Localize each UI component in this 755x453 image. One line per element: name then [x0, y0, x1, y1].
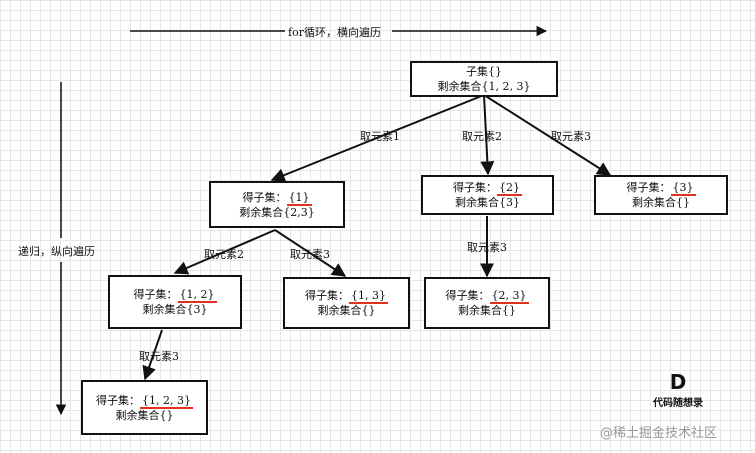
node-subset-3-set: {3}	[670, 181, 696, 196]
edge-root-n1	[270, 94, 485, 182]
node-subset-12-set: {1, 2}	[177, 288, 217, 303]
edge-label-root-n1: 取元素1	[360, 130, 400, 143]
brand-logo: D 代码随想录	[638, 372, 718, 409]
node-subset-123-set: {1, 2, 3}	[140, 393, 193, 409]
node-subset-1-prefix: 得子集：	[242, 190, 287, 204]
node-subset-12: 得子集：{1, 2} 剩余集合{3}	[108, 275, 242, 329]
horizontal-axis-label: for循环，横向遍历	[288, 26, 381, 39]
node-subset-13-prefix: 得子集：	[305, 289, 349, 302]
edge-label-root-n3: 取元素3	[551, 130, 591, 143]
vertical-axis-label: 递归，纵向遍历	[18, 245, 95, 258]
node-subset-123-remaining: 剩余集合{}	[115, 408, 174, 422]
node-subset-13-remaining: 剩余集合{}	[317, 304, 376, 317]
node-subset-2-remaining: 剩余集合{3}	[455, 196, 520, 209]
edge-label-root-n2: 取元素2	[462, 130, 502, 143]
edge-label-n1-n13: 取元素3	[290, 248, 330, 261]
node-subset-3-prefix: 得子集：	[626, 181, 671, 194]
edge-label-n1-n12: 取元素2	[204, 248, 244, 261]
node-subset-23: 得子集：{2, 3} 剩余集合{}	[424, 277, 550, 329]
site-watermark: @稀土掘金技术社区	[600, 426, 718, 441]
node-subset-123: 得子集：{1, 2, 3} 剩余集合{}	[81, 380, 208, 435]
node-subset-23-prefix: 得子集：	[445, 289, 490, 302]
node-subset-13-set: {1, 3}	[349, 289, 388, 304]
node-subset-2-prefix: 得子集：	[453, 181, 497, 194]
edge-label-n12-n123: 取元素3	[139, 350, 179, 363]
node-subset-1-set: {1}	[286, 190, 312, 206]
node-subset-2: 得子集：{2} 剩余集合{3}	[421, 175, 554, 215]
node-subset-123-prefix: 得子集：	[96, 393, 140, 407]
node-subset-23-set: {2, 3}	[489, 289, 529, 304]
node-subset-13: 得子集：{1, 3} 剩余集合{}	[283, 277, 410, 329]
node-subset-3: 得子集：{3} 剩余集合{}	[594, 175, 728, 215]
root-node: 子集{} 剩余集合{1, 2, 3}	[410, 61, 558, 97]
edge-label-n2-n23: 取元素3	[467, 241, 507, 254]
root-node-remaining: 剩余集合{1, 2, 3}	[437, 80, 531, 93]
node-subset-12-remaining: 剩余集合{3}	[142, 303, 208, 316]
edge-root-n2	[480, 94, 495, 176]
brand-logo-icon: D	[669, 370, 687, 394]
node-subset-3-remaining: 剩余集合{}	[632, 196, 690, 209]
edge-n12-n123	[142, 329, 163, 381]
node-subset-2-set: {2}	[497, 181, 522, 196]
node-subset-12-prefix: 得子集：	[133, 288, 178, 301]
edge-n1-n12	[173, 229, 276, 275]
edge-n1-n13	[274, 229, 347, 277]
edge-root-n3	[483, 94, 612, 176]
brand-logo-text: 代码随想录	[653, 398, 703, 409]
node-subset-23-remaining: 剩余集合{}	[458, 304, 516, 317]
node-subset-1-remaining: 剩余集合{2,3}	[239, 205, 315, 219]
root-node-title: 子集{}	[466, 65, 502, 78]
node-subset-1: 得子集：{1} 剩余集合{2,3}	[209, 181, 345, 228]
